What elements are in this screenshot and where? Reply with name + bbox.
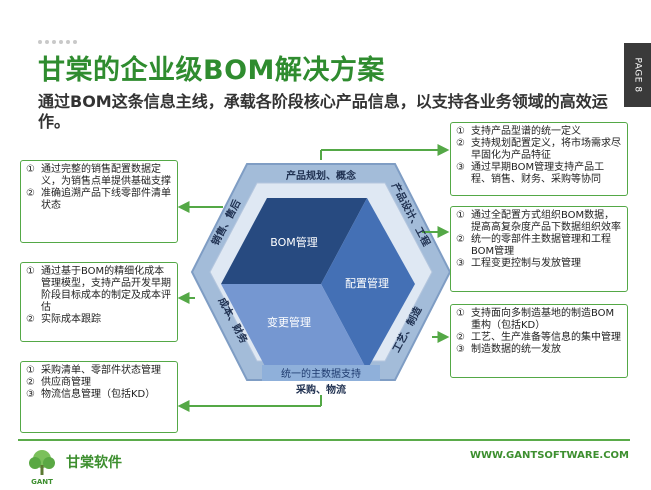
cube-left-face	[221, 284, 367, 370]
base-label: 统一的主数据支持	[281, 367, 361, 380]
footer-divider	[18, 439, 630, 441]
brand-name: 甘棠软件	[66, 455, 122, 471]
decorative-dots	[38, 40, 77, 44]
website-url: WWW.GANTSOFTWARE.COM	[469, 450, 629, 461]
base-bar	[262, 365, 380, 381]
cube-label-config: 配置管理	[345, 276, 389, 290]
page-title: 甘棠的企业级BOM解决方案	[38, 55, 385, 86]
label-top: 产品规划、概念	[286, 169, 356, 182]
cube-top-face	[221, 198, 367, 284]
cube-right-face	[321, 198, 415, 370]
cube-label-change: 变更管理	[267, 315, 311, 329]
label-bottom: 采购、物流	[295, 383, 346, 396]
cube-label-bom: BOM管理	[270, 235, 318, 249]
gant-tree-logo-icon: GANT	[29, 450, 55, 486]
page-subtitle: 通过BOM这条信息主线，承载各阶段核心产品信息，以支持各业务领域的高效运作。	[38, 92, 608, 131]
page-number-tab: PAGE 8	[624, 43, 651, 107]
logo-text: GANT	[31, 478, 53, 486]
